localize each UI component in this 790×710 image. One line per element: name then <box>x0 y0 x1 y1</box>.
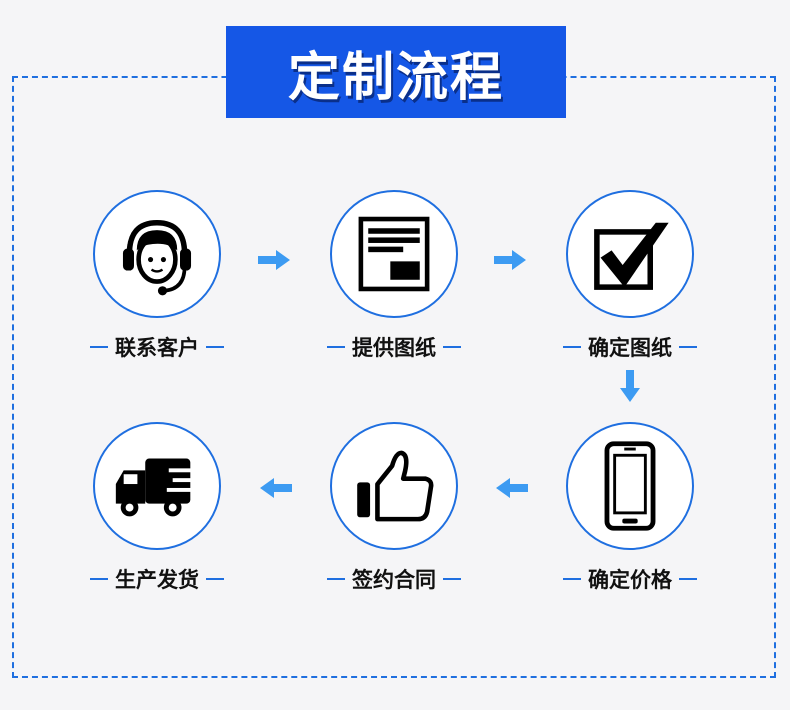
label-dash <box>327 578 345 580</box>
label-dash <box>90 578 108 580</box>
label-dash <box>443 346 461 348</box>
step-provide-drawing: 提供图纸 <box>294 190 494 362</box>
step-sign-contract: 签约合同 <box>294 422 494 594</box>
step-label: 签约合同 <box>294 564 494 594</box>
step-circle <box>330 190 458 318</box>
label-dash <box>206 578 224 580</box>
step-production-shipping: 生产发货 <box>57 422 257 594</box>
label-dash <box>563 578 581 580</box>
arrow-right-icon <box>258 250 290 270</box>
arrow-down-icon <box>620 370 640 402</box>
customer-service-icon <box>122 219 192 296</box>
label-dash <box>679 346 697 348</box>
label-dash <box>563 346 581 348</box>
arrow-right-icon <box>494 250 526 270</box>
step-label: 生产发货 <box>57 564 257 594</box>
arrow-left-icon <box>496 478 528 498</box>
document-icon <box>358 216 430 292</box>
step-contact-customer: 联系客户 <box>57 190 257 362</box>
thumbs-up-icon <box>357 450 434 522</box>
step-label: 确定价格 <box>530 564 730 594</box>
step-circle <box>93 190 221 318</box>
label-dash <box>443 578 461 580</box>
label-dash <box>679 578 697 580</box>
step-confirm-price: 确定价格 <box>530 422 730 594</box>
label-dash <box>90 346 108 348</box>
step-circle <box>93 422 221 550</box>
checkmark-icon <box>594 222 669 290</box>
step-confirm-drawing: 确定图纸 <box>530 190 730 362</box>
page-title: 定制流程 <box>226 26 566 118</box>
phone-icon <box>604 441 656 531</box>
step-label: 确定图纸 <box>530 332 730 362</box>
step-circle <box>330 422 458 550</box>
step-circle <box>566 422 694 550</box>
label-dash <box>206 346 224 348</box>
delivery-truck-icon <box>115 458 195 517</box>
step-label: 联系客户 <box>57 332 257 362</box>
arrow-left-icon <box>260 478 292 498</box>
step-circle <box>566 190 694 318</box>
step-label: 提供图纸 <box>294 332 494 362</box>
label-dash <box>327 346 345 348</box>
